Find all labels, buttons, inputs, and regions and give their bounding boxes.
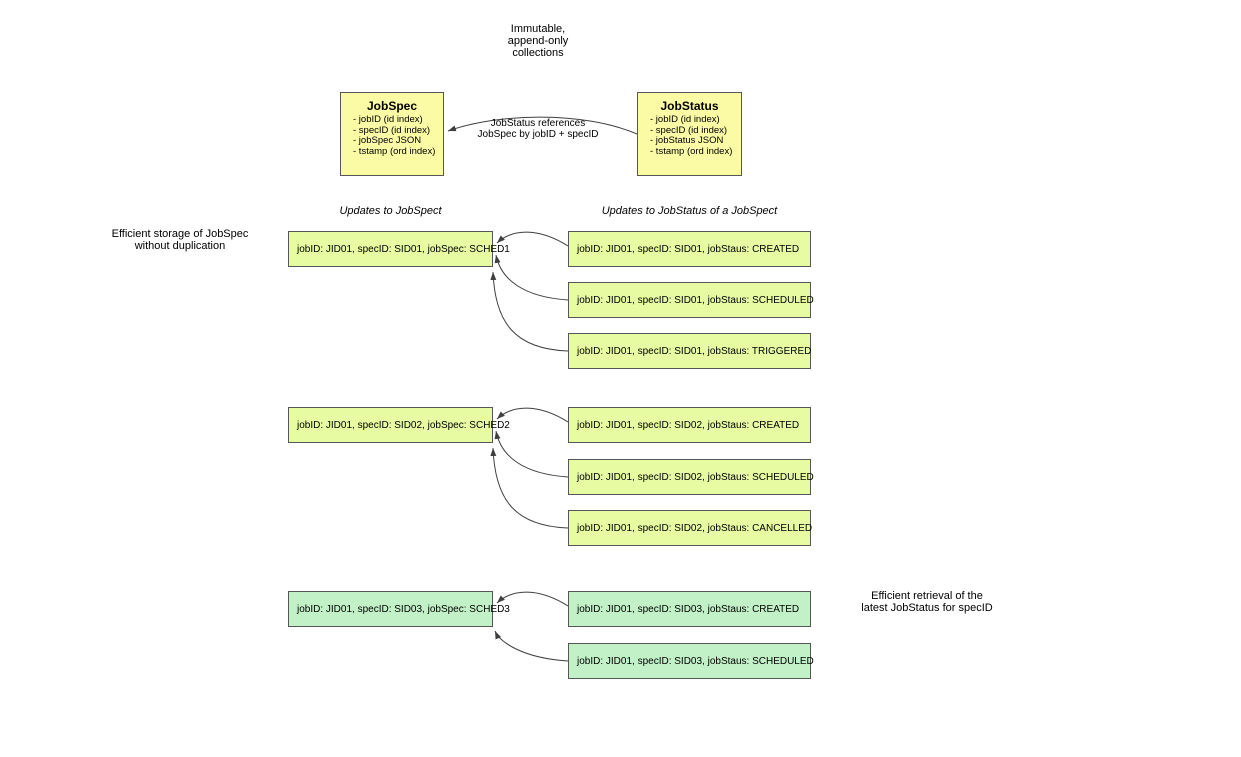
column-header-jobspec-updates: Updates to JobSpect [339, 205, 442, 217]
jobstatus-title: JobStatus [660, 99, 719, 113]
jobstatus-collection-box: JobStatus - jobID (id index) - specID (i… [637, 92, 742, 176]
jobstatus-record-sid02-created: jobID: JID01, specID: SID02, jobStaus: C… [568, 407, 811, 443]
column-header-jobstatus-updates: Updates to JobStatus of a JobSpect [601, 205, 778, 217]
jobspec-field-tstamp: - tstamp (ord index) [353, 145, 436, 157]
g3-status2-arrow [494, 630, 569, 662]
reference-arrow-label: JobStatus references JobSpec by jobID + … [477, 118, 599, 140]
immutable-collections-note: Immutable, append-only collections [507, 23, 569, 59]
g1-status2-arrow [494, 254, 569, 301]
jobstatus-record-sid01-scheduled: jobID: JID01, specID: SID01, jobStaus: S… [568, 282, 814, 318]
jobspec-field-jobid: - jobID (id index) [353, 114, 423, 125]
g3-status1-arrow [496, 591, 569, 607]
jobstatus-record-sid01-created: jobID: JID01, specID: SID01, jobStaus: C… [568, 231, 811, 267]
jobspec-title: JobSpec [366, 99, 417, 113]
right-annotation: Efficient retrieval of the latest JobSta… [861, 590, 993, 614]
jobspec-collection-box: JobSpec - jobID (id index) - specID (id … [340, 92, 444, 176]
jobspec-field-json: - jobSpec JSON [353, 135, 422, 146]
g2-status2-arrow [494, 430, 569, 478]
jobspec-record-sid02: jobID: JID01, specID: SID02, jobSpec: SC… [288, 407, 510, 443]
g1-status3-arrow [490, 271, 569, 352]
jobspec-record-sid01: jobID: JID01, specID: SID01, jobSpec: SC… [288, 231, 510, 267]
left-annotation: Efficient storage of JobSpec without dup… [111, 228, 249, 252]
g2-status1-arrow [496, 407, 569, 423]
jobstatus-record-sid02-scheduled: jobID: JID01, specID: SID02, jobStaus: S… [568, 459, 814, 495]
g2-status3-arrow [490, 447, 569, 529]
jobspec-record-sid03: jobID: JID01, specID: SID03, jobSpec: SC… [288, 591, 510, 627]
jobstatus-to-jobspec-arrow [447, 116, 638, 135]
jobstatus-record-sid02-cancelled: jobID: JID01, specID: SID02, jobStaus: C… [568, 510, 812, 546]
g1-status1-arrow [496, 231, 569, 247]
jobstatus-field-json: - jobStatus JSON [650, 135, 724, 146]
jobstatus-field-tstamp: - tstamp (ord index) [650, 145, 733, 157]
jobstatus-record-sid03-created: jobID: JID01, specID: SID03, jobStaus: C… [568, 591, 811, 627]
jobstatus-record-sid03-scheduled: jobID: JID01, specID: SID03, jobStaus: S… [568, 643, 814, 679]
jobspec-field-specid: - specID (id index) [353, 124, 431, 136]
jobstatus-field-specid: - specID (id index) [650, 124, 728, 136]
jobstatus-field-jobid: - jobID (id index) [650, 114, 720, 125]
jobstatus-record-sid01-triggered: jobID: JID01, specID: SID01, jobStaus: T… [568, 333, 811, 369]
